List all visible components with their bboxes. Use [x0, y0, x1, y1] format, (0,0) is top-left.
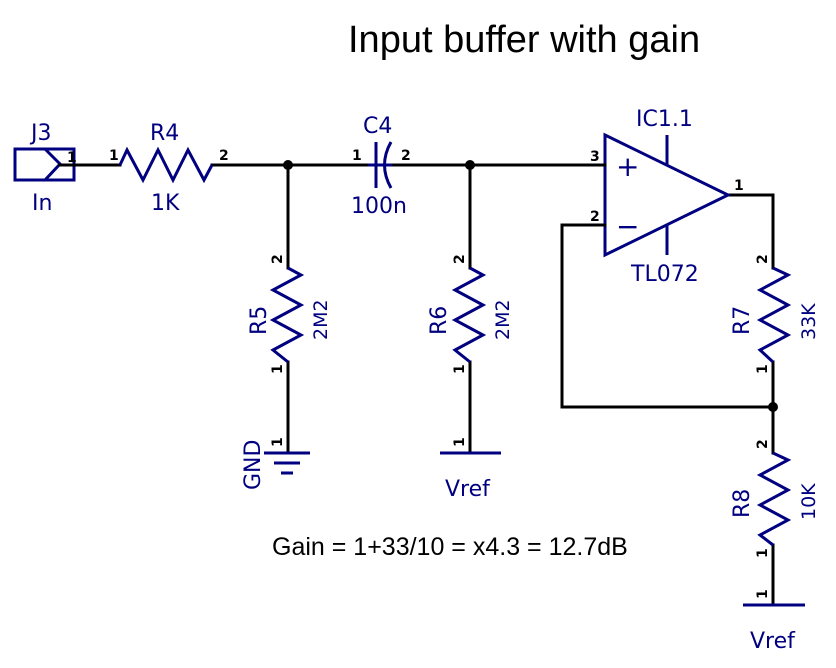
r6-ref: R6 [427, 306, 452, 335]
r4-ref: R4 [150, 121, 179, 146]
c4-value: 100n [351, 194, 407, 219]
vref2-pin: 1 [755, 589, 771, 599]
ic1-pin2: 2 [590, 209, 600, 225]
resistor-r5[interactable]: R5 2M2 2 1 [247, 254, 332, 374]
connector-j3[interactable]: J3 In 1 [13, 121, 77, 216]
vref1-label: Vref [445, 477, 491, 502]
gnd-pin: 1 [270, 437, 286, 447]
r7-ref: R7 [730, 306, 755, 335]
opamp-minus-sign: − [616, 210, 639, 243]
r5-pin2: 2 [270, 254, 286, 264]
ic1-value: TL072 [630, 262, 699, 287]
junction-dot [465, 160, 475, 170]
junction-dot [283, 160, 293, 170]
vref-symbol[interactable]: Vref 1 [440, 437, 501, 502]
resistor-r6[interactable]: R6 2M2 2 1 [427, 254, 514, 374]
c4-pin2: 2 [401, 148, 411, 164]
resistor-zigzag-icon [756, 451, 792, 547]
vref-symbol[interactable]: Vref 1 [743, 589, 805, 654]
r8-ref: R8 [730, 489, 755, 518]
r8-pin1: 1 [755, 548, 771, 558]
c4-pin1: 1 [352, 148, 362, 164]
ic1-pin1: 1 [734, 178, 744, 194]
ic1-ref: IC1.1 [636, 107, 693, 132]
r6-value: 2M2 [492, 299, 514, 340]
r5-value: 2M2 [310, 299, 332, 340]
junction-dot [768, 402, 778, 412]
resistor-zigzag-icon [269, 266, 305, 364]
resistor-r4[interactable]: R4 1K 1 2 [109, 121, 229, 216]
resistor-r8[interactable]: R8 10K 2 1 [730, 439, 820, 558]
j3-ref: J3 [29, 121, 52, 146]
j3-pin1: 1 [67, 150, 77, 166]
r8-pin2: 2 [755, 439, 771, 449]
capacitor-c4[interactable]: C4 100n 1 2 [351, 114, 411, 219]
wire-out-r7 [726, 193, 775, 270]
r4-value: 1K [151, 191, 180, 216]
r6-pin1: 1 [452, 364, 468, 374]
r5-pin1: 1 [270, 364, 286, 374]
r7-pin2: 2 [755, 254, 771, 264]
gain-note: Gain = 1+33/10 = x4.3 = 12.7dB [272, 533, 628, 561]
vref1-pin: 1 [452, 437, 468, 447]
r4-pin2: 2 [219, 148, 229, 164]
opamp-ic1[interactable]: + − IC1.1 TL072 3 2 1 [588, 107, 744, 287]
opamp-plus-sign: + [616, 150, 639, 183]
wire-feedback [560, 223, 775, 409]
c4-ref: C4 [363, 114, 392, 139]
r6-pin2: 2 [452, 254, 468, 264]
ground-symbol[interactable]: GND 1 [241, 437, 310, 490]
resistor-zigzag-icon [756, 266, 792, 364]
r7-pin1: 1 [755, 364, 771, 374]
r4-pin1: 1 [109, 148, 119, 164]
ic1-pin3: 3 [590, 149, 600, 165]
resistor-r7[interactable]: R7 33K 2 1 [730, 254, 820, 374]
resistor-zigzag-icon [118, 146, 214, 184]
connector-arrow-icon [43, 147, 63, 182]
r8-value: 10K [798, 483, 820, 520]
resistor-zigzag-icon [451, 266, 487, 364]
r5-ref: R5 [247, 306, 272, 335]
gnd-label: GND [241, 440, 266, 490]
vref2-label: Vref [750, 629, 796, 654]
j3-value: In [32, 191, 52, 216]
r7-value: 33K [798, 303, 820, 340]
wires [58, 160, 778, 606]
schematic-title: Input buffer with gain [348, 19, 700, 61]
